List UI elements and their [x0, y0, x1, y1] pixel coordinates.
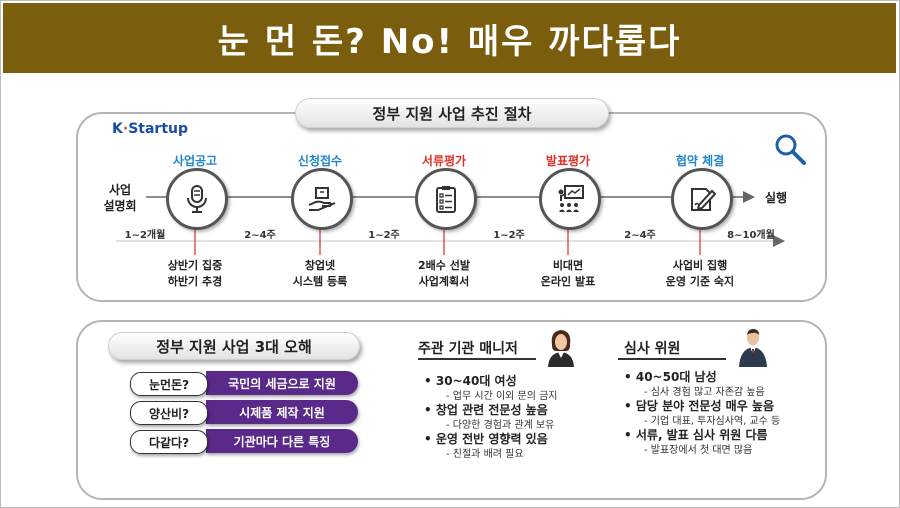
- hand-box-icon: [308, 187, 336, 211]
- logo-k: K: [112, 121, 123, 137]
- duration-4: 1~2주: [493, 230, 525, 241]
- manager-underline: [418, 358, 536, 360]
- manager-title: 주관 기관 매니저: [418, 341, 518, 357]
- stage-circle-1: [166, 168, 228, 230]
- judge-sub-2: - 기업 대표, 투자심사역, 교수 등: [644, 416, 781, 427]
- stage-label-4: 발표평가: [545, 154, 591, 168]
- male-avatar-icon: [739, 329, 767, 367]
- clipboard-icon: [436, 186, 456, 213]
- stage-label-3: 서류평가: [421, 154, 467, 168]
- judge-point-1: • 40~50대 남성: [624, 370, 717, 384]
- myth-header: 정부 지원 사업 3대 오해: [108, 332, 360, 360]
- duration-2: 2~4주: [244, 230, 276, 241]
- stage-label-2: 신청접수: [297, 154, 343, 168]
- stage-circle-2: [291, 168, 353, 230]
- manager-sub-3: - 친절과 배려 필요: [446, 449, 524, 460]
- manager-sub-1: - 업무 시간 이외 문의 금지: [446, 391, 558, 402]
- contract-pen-icon: [691, 188, 717, 211]
- manager-point-3: • 운영 전반 영향력 있음: [424, 432, 548, 446]
- logo-text: Startup: [128, 121, 188, 137]
- manager-point-2: • 창업 관련 전문성 높음: [424, 403, 548, 417]
- judge-title: 심사 위원: [624, 341, 681, 357]
- judge-sub-3: - 발표장에서 첫 대면 많음: [644, 445, 753, 456]
- stage-circle-5: [671, 168, 733, 230]
- myth-question-3: 다같다?: [130, 430, 208, 454]
- myth-question-1: 눈먼돈?: [130, 372, 208, 396]
- judge-point-2: • 담당 분야 전문성 매우 높음: [624, 399, 775, 413]
- myth-answer-1: 국민의 세금으로 지원: [206, 371, 358, 395]
- duration-1: 1~2개월: [124, 230, 166, 241]
- judge-underline: [618, 358, 726, 360]
- presentation-icon: [558, 185, 584, 212]
- myth-question-2: 양산비?: [130, 401, 208, 425]
- stage-label-5: 협약 체결: [675, 154, 725, 168]
- stage-label-1: 사업공고: [172, 154, 218, 168]
- search-icon: [775, 134, 806, 165]
- microphone-icon: [187, 185, 207, 213]
- manager-point-1: • 30~40대 여성: [424, 374, 517, 388]
- stage-circle-4: [539, 168, 601, 230]
- myth-answer-3: 기관마다 다른 특징: [206, 429, 358, 453]
- page-title: 눈 먼 돈? No! 매우 까다롭다: [3, 3, 896, 73]
- stage-circle-3: [415, 168, 477, 230]
- duration-3: 1~2주: [368, 230, 400, 241]
- kstartup-logo: K·Startup: [112, 121, 188, 137]
- end-label: 실행: [764, 191, 788, 205]
- process-header: 정부 지원 사업 추진 절차: [295, 98, 609, 128]
- female-avatar-icon: [548, 330, 574, 367]
- manager-sub-2: - 다양한 경험과 관계 보유: [446, 420, 555, 431]
- judge-sub-1: - 심사 경험 많고 자존감 높음: [644, 387, 765, 398]
- duration-5: 2~4주: [624, 230, 656, 241]
- judge-point-3: • 서류, 발표 심사 위원 다름: [624, 428, 768, 442]
- myth-answer-2: 시제품 제작 지원: [206, 400, 358, 424]
- duration-6: 8~10개월: [727, 230, 775, 241]
